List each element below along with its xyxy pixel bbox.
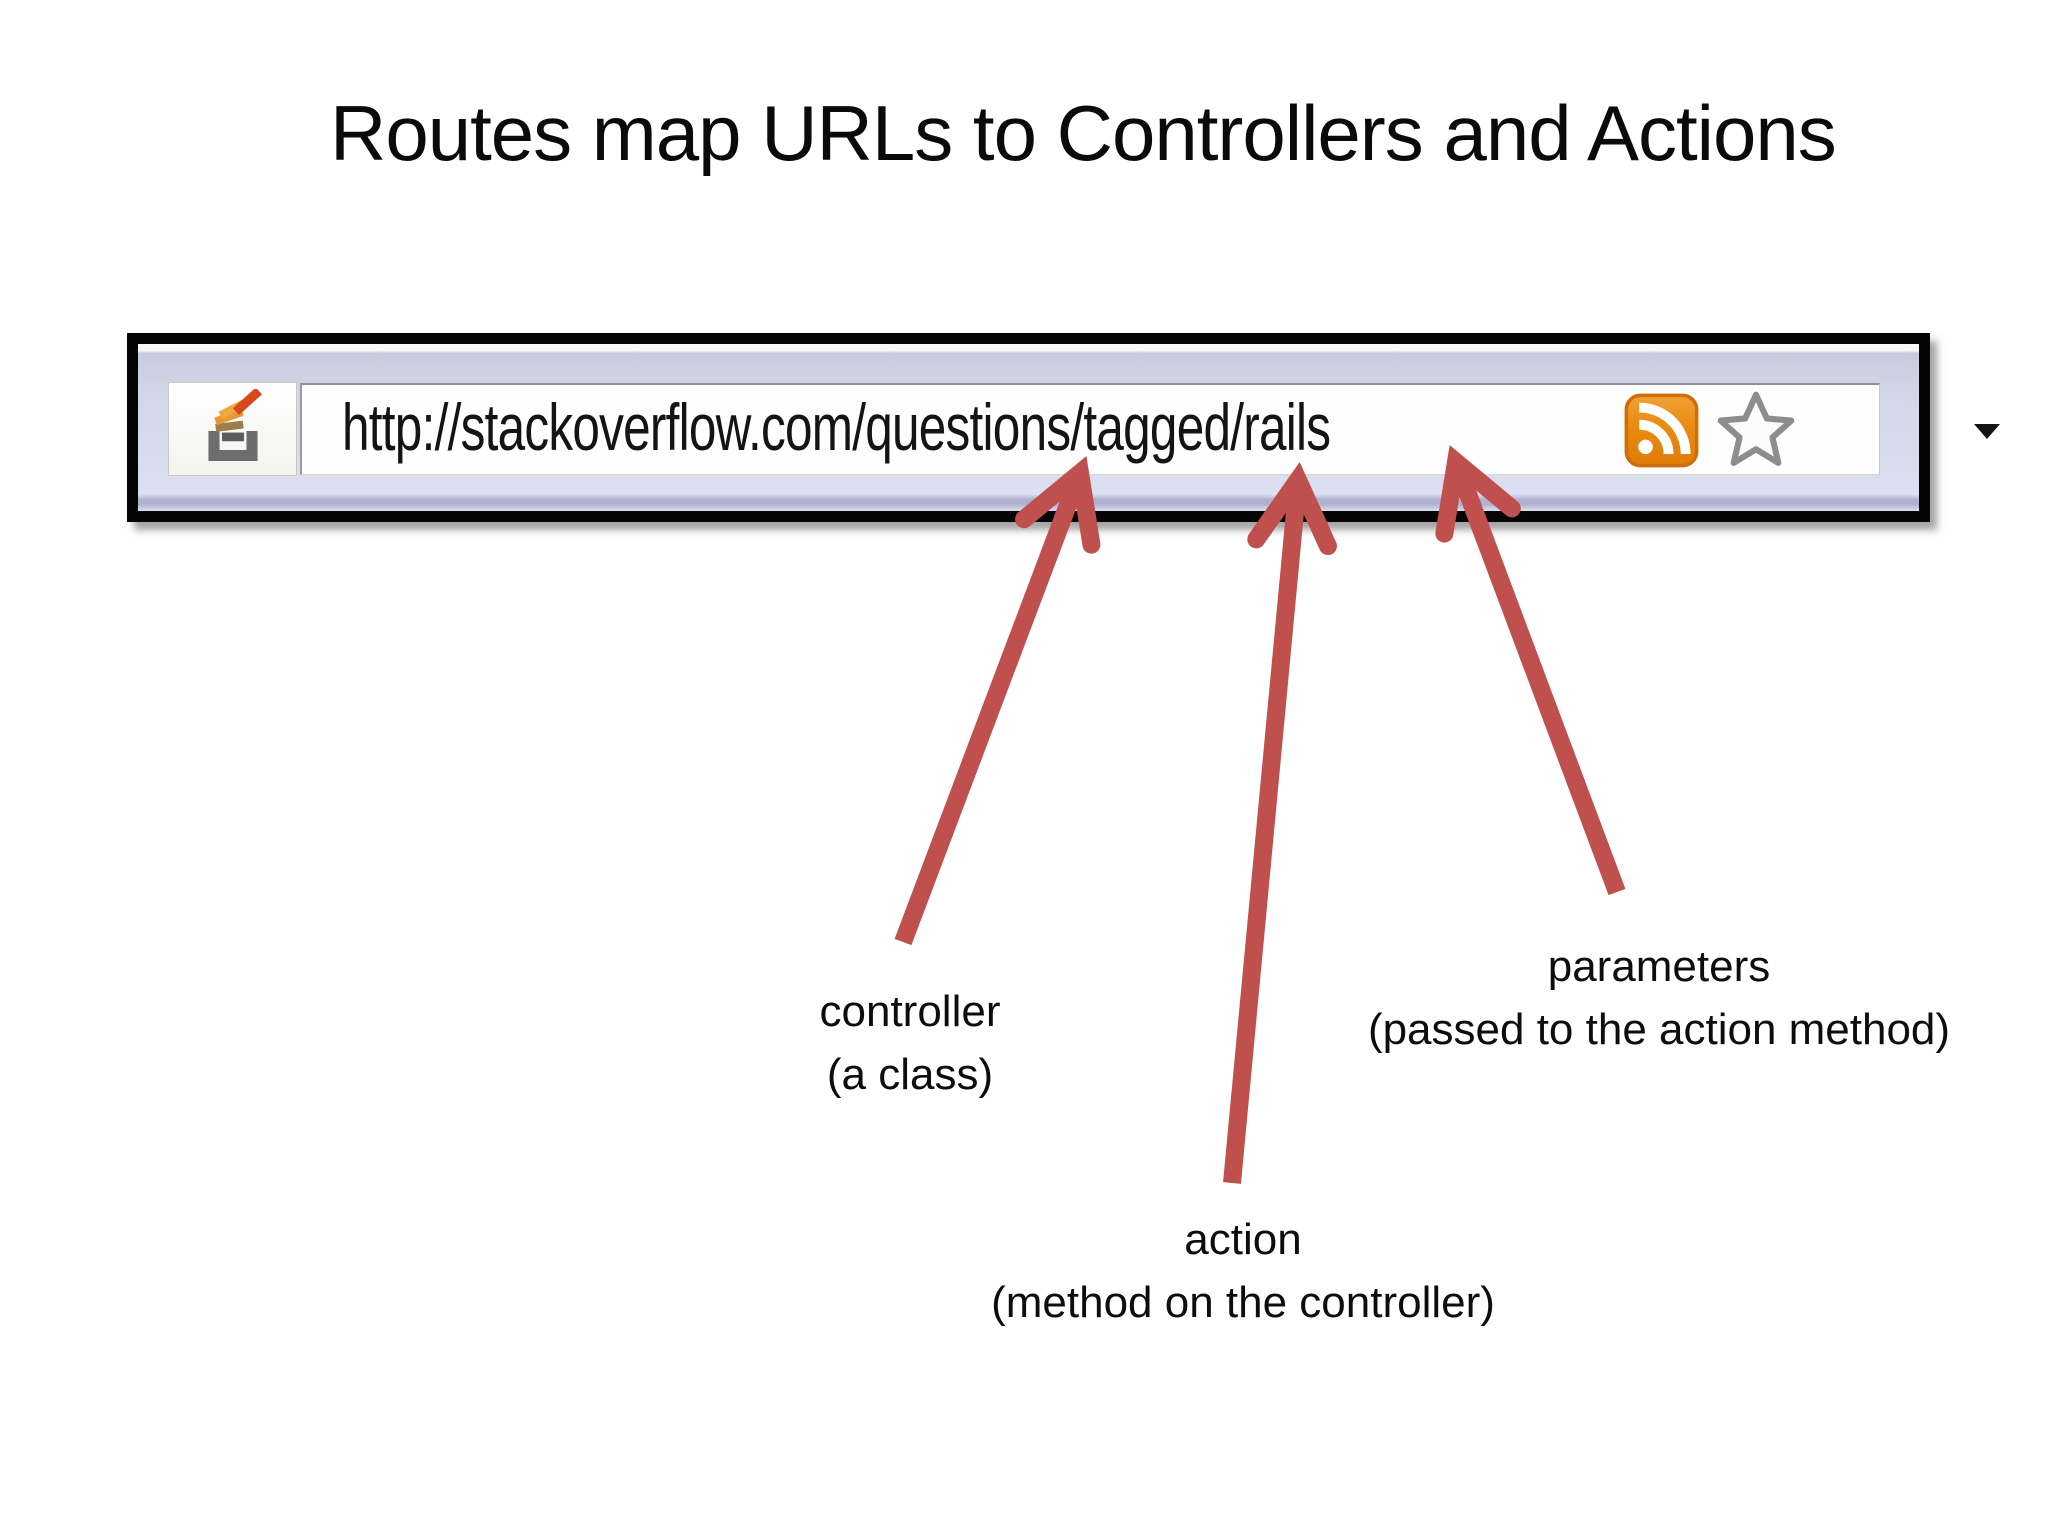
arrow-to-questions — [894, 456, 1101, 946]
favicon-box — [168, 382, 297, 476]
annotation-parameters: parameters (passed to the action method) — [1309, 935, 2009, 1061]
annotation-controller: controller (a class) — [660, 980, 1160, 1106]
annotation-sublabel: (a class) — [826, 1050, 994, 1099]
rss-feed-icon[interactable] — [1624, 393, 1699, 468]
arrow-to-rails — [1435, 445, 1626, 896]
page-title: Routes map URLs to Controllers and Actio… — [330, 89, 1837, 177]
annotation-sublabel: (method on the controller) — [991, 1278, 1495, 1327]
annotation-action: action (method on the controller) — [943, 1208, 1543, 1334]
annotation-label: action — [1184, 1215, 1302, 1264]
address-input[interactable]: http://stackoverflow.com/questions/tagge… — [300, 383, 2000, 475]
annotation-label: controller — [819, 987, 1001, 1036]
favorites-star-icon[interactable] — [1716, 390, 1796, 470]
arrow-to-tagged — [1223, 461, 1337, 1184]
annotation-sublabel: (passed to the action method) — [1367, 1005, 1951, 1054]
stackoverflow-favicon-icon — [195, 387, 271, 470]
url-text: http://stackoverflow.com/questions/tagge… — [342, 390, 1331, 464]
dropdown-caret-icon[interactable] — [1974, 424, 2000, 439]
browser-chrome: http://stackoverflow.com/questions/tagge… — [138, 344, 2000, 511]
annotation-label: parameters — [1547, 942, 1771, 991]
browser-address-bar: http://stackoverflow.com/questions/tagge… — [127, 333, 2000, 522]
